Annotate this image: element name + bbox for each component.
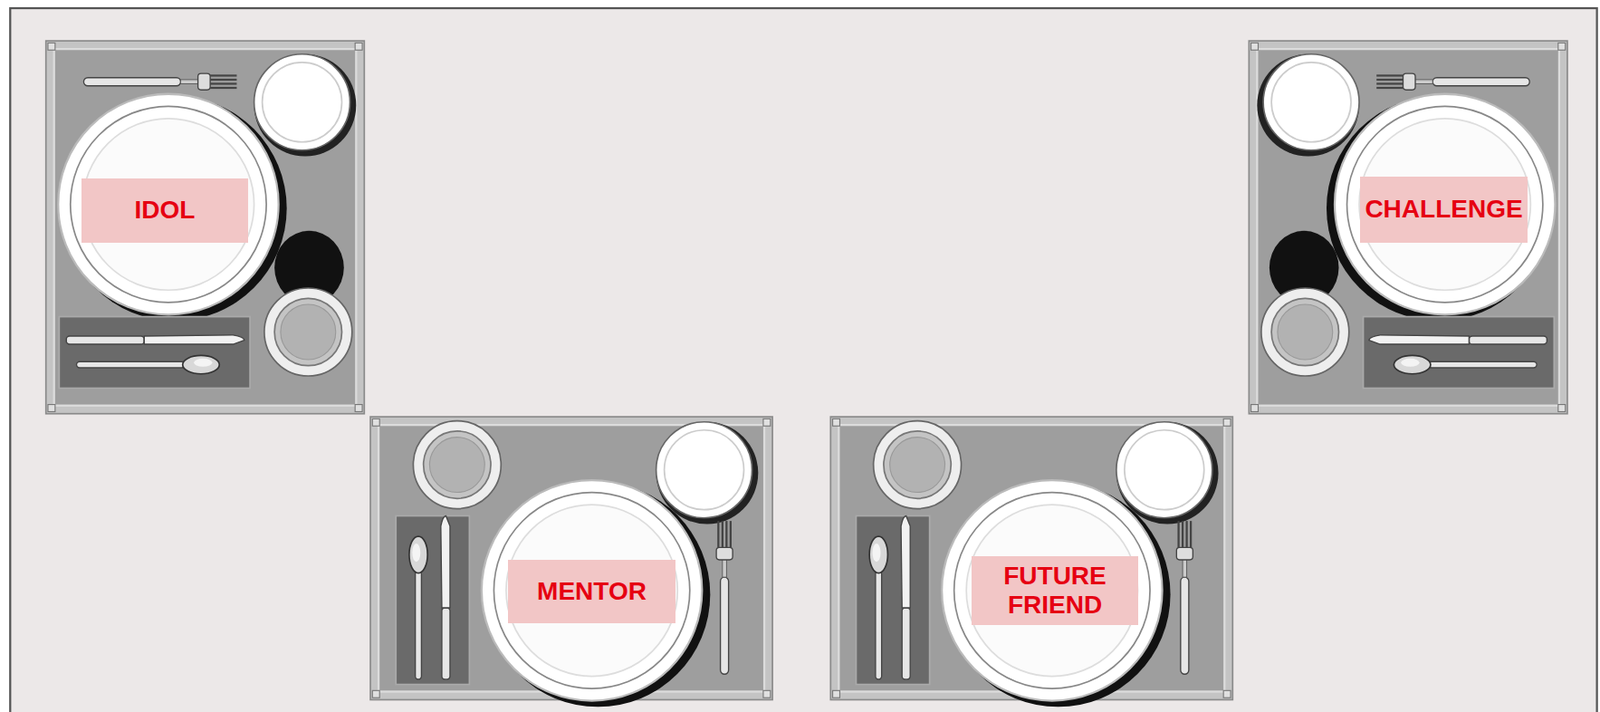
card-label: CHALLENGE — [1364, 194, 1523, 224]
place-setting — [370, 416, 773, 707]
card-label: MENTOR — [536, 576, 647, 606]
card-label: FUTURE FRIEND — [971, 561, 1139, 620]
name-card: IDOL — [81, 178, 249, 243]
place-setting — [46, 40, 365, 414]
card-label: IDOL — [134, 195, 196, 225]
name-card: FUTURE FRIEND — [971, 555, 1139, 625]
name-card: MENTOR — [507, 559, 676, 623]
place-setting — [830, 416, 1233, 707]
name-card: CHALLENGE — [1360, 176, 1528, 243]
place-setting — [1248, 40, 1568, 414]
table-top — [9, 8, 1597, 712]
